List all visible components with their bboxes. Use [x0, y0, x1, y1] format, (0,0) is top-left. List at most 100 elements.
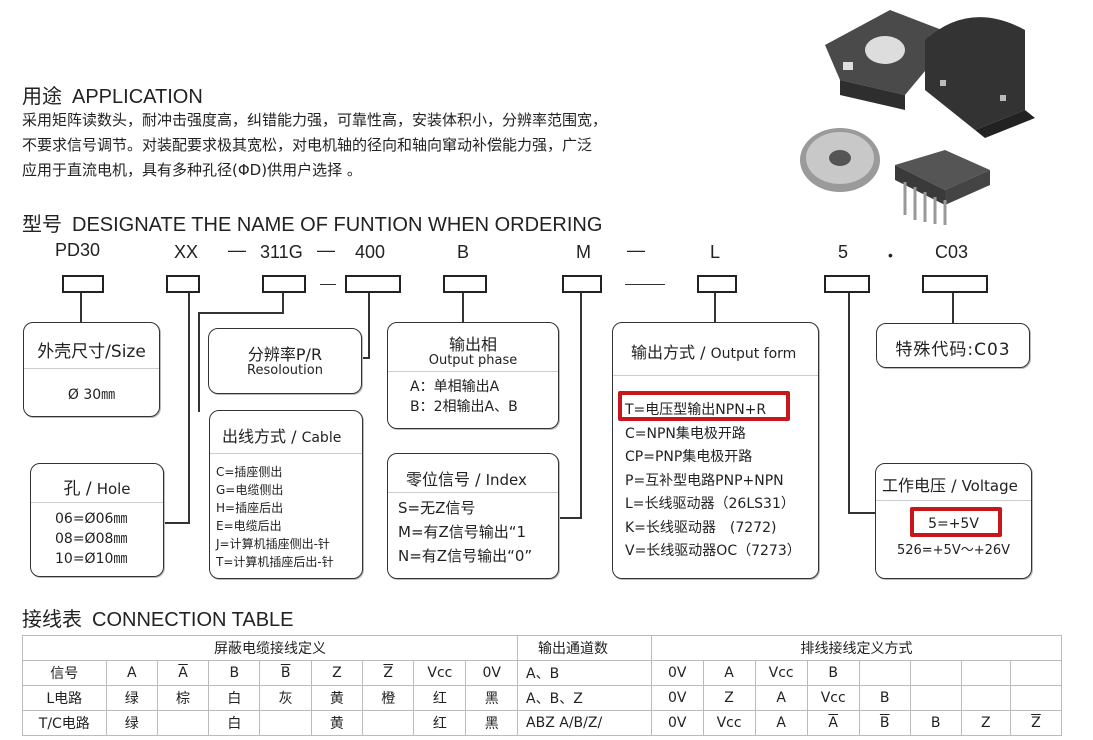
divider: [876, 500, 1031, 501]
table-cell: B: [858, 710, 911, 736]
voltage-highlight: [910, 507, 1002, 537]
table-cell: Z: [702, 685, 756, 711]
hole-options: 06=Ø06㎜ 08=Ø08㎜ 10=Ø10㎜: [55, 509, 127, 569]
code-dash: —: [317, 240, 335, 260]
phase-option: B：2相输出A、B: [410, 399, 518, 415]
slot-special: [922, 275, 988, 293]
output-option: P=互补型电路PNP+NPN: [625, 472, 784, 489]
table-cell: [1009, 660, 1063, 686]
table-cell: [156, 710, 210, 736]
cable-box: 出线方式 / Cable C=插座侧出 G=电缆侧出 H=插座后出 E=电缆后出…: [209, 410, 363, 579]
slot-output: [697, 275, 737, 293]
table-cell: 红: [413, 710, 467, 736]
divider: [24, 368, 159, 369]
application-line: 采用矩阵读数头，耐冲击强度高，纠错能力强，可靠性高，安装体积小，分辨率范围宽，: [22, 111, 608, 129]
size-box: 外壳尺寸/Size Ø 30㎜: [23, 322, 160, 417]
table-cell: 黑: [465, 710, 519, 736]
table-cell: B: [806, 660, 860, 686]
cable-option: C=插座侧出: [216, 465, 283, 479]
resolution-subtitle: Resoloution: [247, 363, 323, 378]
slot-model: [62, 275, 104, 293]
phase-option: A：单相输出A: [410, 379, 500, 395]
table-cell: A: [105, 660, 158, 686]
hole-option: 06=Ø06㎜: [55, 511, 128, 527]
code-dash: —: [627, 240, 645, 260]
cable-option: H=插座后出: [216, 501, 284, 515]
cable-title-cn: 出线方式 /: [222, 427, 297, 446]
connector-line: [198, 312, 200, 412]
connector-line: [714, 293, 716, 323]
output-title-en: Output form: [710, 346, 797, 362]
application-text: 采用矩阵读数头，耐冲击强度高，纠错能力强，可靠性高，安装体积小，分辨率范围宽， …: [22, 108, 722, 183]
designate-title-cn: 型号: [22, 212, 62, 236]
special-title: 特殊代码:C03: [895, 340, 1011, 360]
resolution-title: 分辨率P/R: [247, 345, 323, 364]
divider: [388, 371, 558, 372]
table-cell: A: [806, 710, 860, 736]
table-cell: A: [754, 710, 808, 736]
index-options: S=无Z信号 M=有Z信号输出“1 N=有Z信号输出“0”: [398, 496, 532, 568]
table-cell: 0V: [650, 660, 704, 686]
row-label: T/C电路: [22, 710, 107, 736]
index-box: 零位信号 / Index S=无Z信号 M=有Z信号输出“1 N=有Z信号输出“…: [387, 453, 559, 579]
table-cell: A: [702, 660, 756, 686]
divider: [210, 453, 362, 454]
hole-title-en: Hole: [96, 480, 131, 498]
code-phase: B: [457, 242, 470, 262]
application-line: 应用于直流电机，具有多种孔径(ΦD)供用户选择 。: [22, 161, 362, 179]
voltage-option: 526=+5V～+26V: [896, 543, 1011, 558]
application-title-cn: 用途: [22, 84, 62, 108]
slot-voltage: [824, 275, 870, 293]
output-title-cn: 输出方式 /: [631, 343, 706, 362]
code-resolution: 400: [355, 242, 386, 262]
output-option: CP=PNP集电极开路: [625, 449, 753, 465]
hole-option: 10=Ø10㎜: [55, 551, 128, 567]
code-special: C03: [935, 242, 969, 262]
slot-resolution: [345, 275, 401, 293]
table-cell: B: [909, 710, 962, 736]
connection-title-en: CONNECTION TABLE: [92, 609, 294, 631]
output-box: 输出方式 / Output form T=电压型输出NPN+R C=NPN集电极…: [612, 322, 819, 579]
connection-table: 屏蔽电缆接线定义 输出通道数 排线接线定义方式 信号 A A B B Z Z V…: [21, 635, 1063, 736]
phase-title: 输出相: [448, 335, 497, 354]
connector-line: [160, 522, 190, 524]
table-cell: 绿: [105, 710, 158, 736]
cable-option: G=电缆侧出: [216, 483, 284, 497]
channels-cell: A、B: [517, 660, 652, 686]
divider: [31, 502, 163, 503]
output-options: T=电压型输出NPN+R C=NPN集电极开路 CP=PNP集电极开路 P=互补…: [625, 399, 801, 564]
output-title: 输出方式 / Output form: [631, 339, 796, 363]
table-cell: [960, 685, 1011, 711]
output-option: L=长线驱动器（26LS31）: [625, 496, 795, 512]
table-cell: 绿: [105, 685, 158, 711]
cable-option: E=电缆后出: [216, 519, 282, 533]
table-cell: 黄: [310, 710, 364, 736]
application-title-en: APPLICATION: [72, 86, 203, 108]
table-cell: Z: [960, 710, 1011, 736]
voltage-title-en: Voltage: [961, 477, 1018, 495]
table-cell: B: [259, 660, 312, 686]
table-cell: Vcc: [806, 685, 860, 711]
header-shielded-cable: 屏蔽电缆接线定义: [21, 635, 519, 661]
table-cell: 棕: [156, 685, 210, 711]
table-cell: A: [754, 685, 808, 711]
code-hole: XX: [174, 242, 199, 262]
index-option: S=无Z信号: [398, 499, 476, 517]
connector-line: [362, 357, 370, 359]
code-cable: 311G: [260, 242, 303, 262]
connector-dash: [320, 284, 336, 285]
index-title-en: Index: [485, 471, 527, 489]
table-cell: 黑: [465, 685, 519, 711]
table-cell: B: [858, 685, 911, 711]
designate-title-en: DESIGNATE THE NAME OF FUNTION WHEN ORDER…: [72, 214, 603, 236]
table-cell: 橙: [362, 685, 415, 711]
index-title: 零位信号 / Index: [406, 466, 527, 490]
connector-line: [848, 512, 876, 514]
table-cell: Z: [362, 660, 415, 686]
code-voltage: 5: [838, 242, 849, 262]
table-cell: 0V: [650, 685, 704, 711]
code-index: M: [576, 242, 591, 262]
phase-options: A：单相输出A B：2相输出A、B: [410, 377, 518, 417]
table-cell: [909, 685, 962, 711]
